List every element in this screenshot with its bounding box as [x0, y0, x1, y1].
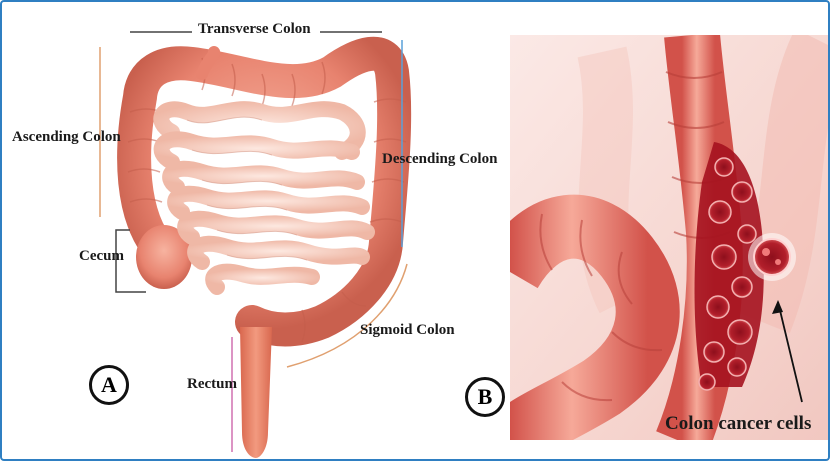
- label-sigmoid-colon: Sigmoid Colon: [360, 322, 455, 339]
- highlighted-cancer-cell: [748, 233, 796, 281]
- label-descending-colon: Descending Colon: [382, 151, 497, 168]
- label-transverse-colon: Transverse Colon: [198, 21, 311, 38]
- panel-b-badge: B: [465, 377, 505, 417]
- label-ascending-colon: Ascending Colon: [12, 129, 121, 146]
- panel-a-badge-letter: A: [101, 372, 117, 398]
- label-colon-cancer-cells: Colon cancer cells: [665, 413, 811, 435]
- panel-a-badge: A: [89, 365, 129, 405]
- label-cecum: Cecum: [79, 248, 124, 265]
- label-rectum: Rectum: [187, 376, 237, 393]
- panel-b-badge-letter: B: [478, 384, 493, 410]
